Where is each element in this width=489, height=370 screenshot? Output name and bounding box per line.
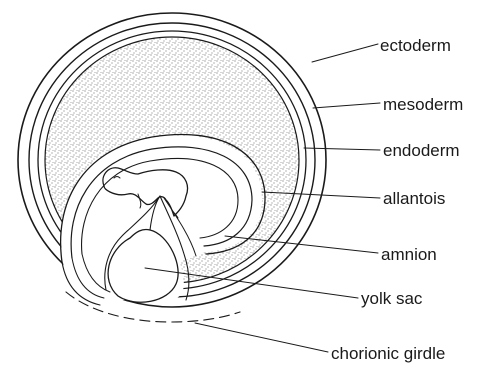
- label-amnion: amnion: [381, 246, 437, 263]
- label-allantois: allantois: [383, 190, 445, 207]
- label-ectoderm: ectoderm: [380, 37, 451, 54]
- label-chorionic-girdle: chorionic girdle: [331, 345, 445, 362]
- ectoderm-leader: [312, 44, 378, 62]
- label-yolk-sac: yolk sac: [361, 290, 422, 307]
- label-endoderm: endoderm: [383, 142, 460, 159]
- mesoderm-leader: [313, 103, 380, 108]
- endoderm-leader: [304, 148, 380, 150]
- chorionic-girdle-leader: [195, 323, 328, 352]
- label-mesoderm: mesoderm: [383, 96, 463, 113]
